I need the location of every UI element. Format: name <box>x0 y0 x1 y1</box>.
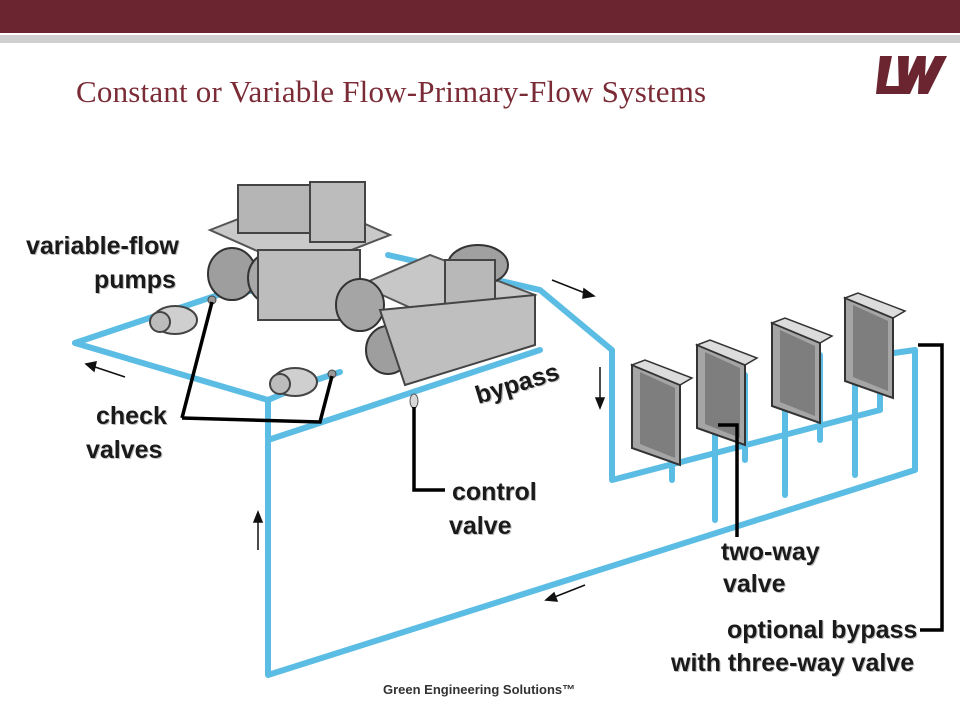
pump-1 <box>149 305 198 335</box>
leader-lines <box>180 301 944 632</box>
pump-2 <box>269 367 318 397</box>
label-variable-flow-pumps-2: pumps <box>94 266 176 294</box>
chiller-2 <box>335 244 538 387</box>
label-two-way-valve-1: two-way <box>721 538 820 566</box>
company-logo <box>876 56 947 94</box>
label-control-valve-2: valve <box>449 512 512 540</box>
coil-4 <box>842 292 907 400</box>
flow-arrows <box>84 279 606 602</box>
label-optional-bypass-1: optional bypass <box>727 616 918 644</box>
header-divider <box>0 35 960 43</box>
coil-3 <box>769 317 834 425</box>
label-two-way-valve-2: valve <box>723 570 786 598</box>
coil-2 <box>694 339 759 447</box>
label-optional-bypass-2: with three-way valve <box>671 649 915 677</box>
control-valve <box>409 393 419 409</box>
header-bar <box>0 0 960 33</box>
coil-1 <box>629 359 694 467</box>
label-control-valve-1: control <box>452 478 537 506</box>
label-check-valves-2: valves <box>86 436 163 464</box>
label-variable-flow-pumps-1: variable-flow <box>26 232 179 260</box>
slide-title: Constant or Variable Flow-Primary-Flow S… <box>76 74 707 109</box>
label-check-valves-1: check <box>96 402 167 430</box>
footer-brand: Green Engineering Solutions™ <box>383 682 576 697</box>
